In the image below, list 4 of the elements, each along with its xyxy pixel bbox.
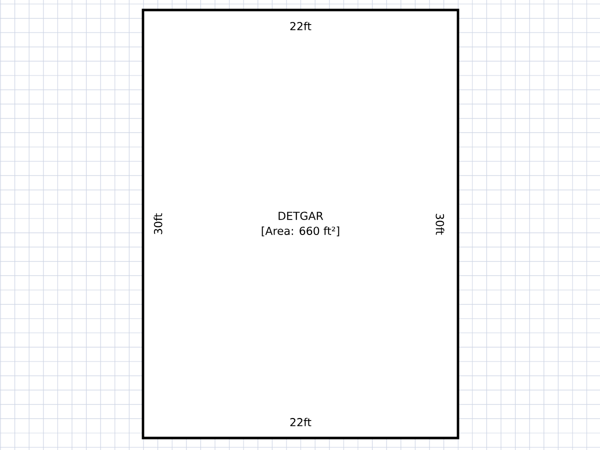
dimension-label: 30ft xyxy=(436,214,444,235)
dimension-label: 30ft xyxy=(154,213,162,234)
dimension-label: 22ft xyxy=(290,22,312,30)
dimension-label: 22ft xyxy=(290,418,312,426)
